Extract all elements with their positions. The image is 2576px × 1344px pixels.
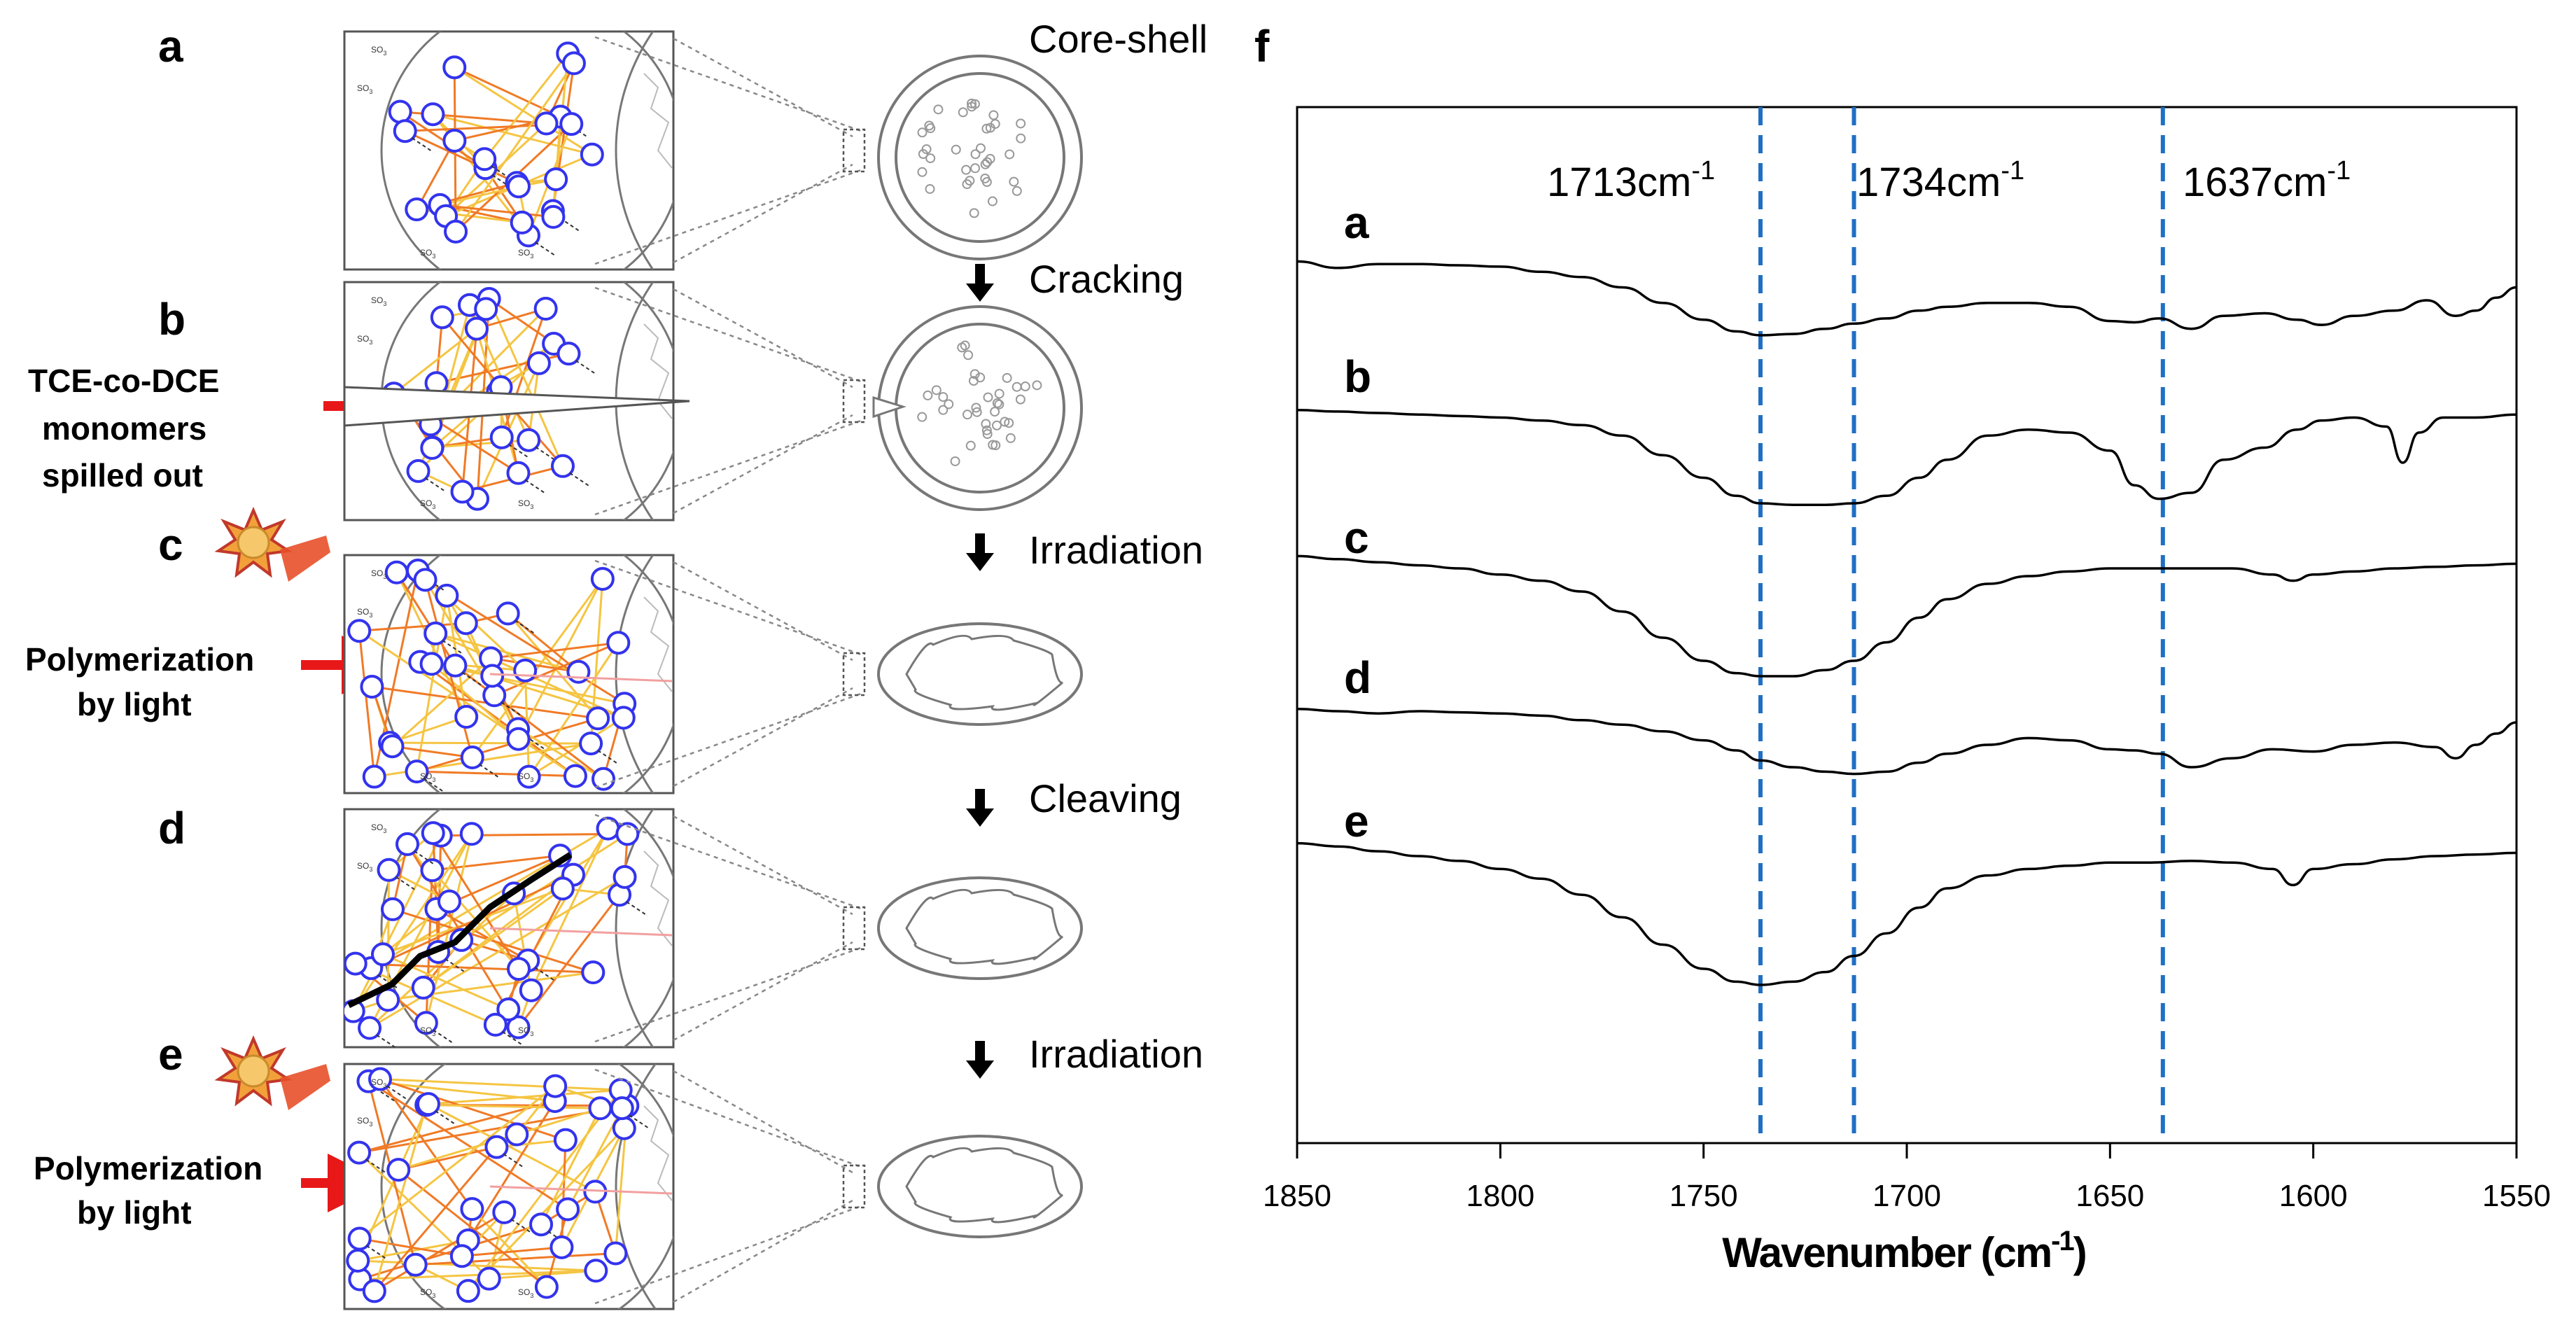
so3-label: SO3 bbox=[518, 1026, 533, 1037]
peak-annotation-1734: 1734cm-1 bbox=[1856, 156, 2024, 205]
reference-lines bbox=[1758, 107, 2165, 1143]
label-line: monomers bbox=[42, 410, 206, 447]
so3-label: SO3 bbox=[357, 334, 372, 346]
x-tick-label: 1600 bbox=[2279, 1179, 2348, 1213]
x-axis-ticks: 1850 1800 1750 1700 1650 1600 1550 bbox=[1263, 1143, 2551, 1213]
x-axis-label: Wavenumber (cm-1) bbox=[1722, 1226, 2085, 1276]
x-tick-label: 1750 bbox=[1670, 1179, 1738, 1213]
down-arrow-icon bbox=[966, 264, 994, 302]
x-tick-label: 1850 bbox=[1263, 1179, 1331, 1213]
x-tick-label: 1550 bbox=[2482, 1179, 2551, 1213]
panel-letter-a: a bbox=[158, 21, 183, 71]
sun-icon-e bbox=[214, 1035, 330, 1110]
down-arrow-icon bbox=[966, 533, 994, 571]
step-label-cracking: Cracking bbox=[1029, 257, 1184, 301]
step-label-irradiation: Irradiation bbox=[1029, 528, 1203, 572]
annotation-text: 1713cm bbox=[1547, 160, 1691, 205]
curve-label-b: b bbox=[1344, 351, 1371, 402]
label-line: TCE-co-DCE bbox=[28, 363, 219, 399]
so3-label: SO3 bbox=[371, 295, 386, 307]
panel-letter-d: d bbox=[158, 803, 186, 853]
annotation-superscript: -1 bbox=[1691, 156, 1715, 186]
so3-label: SO3 bbox=[420, 248, 435, 260]
label-line: Polymerization bbox=[34, 1150, 262, 1186]
down-arrow-icon bbox=[966, 1041, 994, 1079]
x-tick-label: 1700 bbox=[1872, 1179, 1941, 1213]
peak-annotation-1713: 1713cm-1 bbox=[1547, 156, 1715, 205]
curve-label-c: c bbox=[1344, 512, 1369, 563]
so3-label: SO3 bbox=[371, 822, 386, 834]
label-line: spilled out bbox=[42, 457, 203, 493]
spectrum-curve-d bbox=[1296, 708, 2517, 776]
annotation-text: 1637cm bbox=[2183, 160, 2327, 205]
panel-letter-c: c bbox=[158, 519, 183, 570]
x-tick-label: 1650 bbox=[2076, 1179, 2144, 1213]
spectrum-curve-c bbox=[1296, 554, 2517, 678]
spectrum-curves bbox=[1296, 260, 2517, 986]
x-axis-label-superscript: -1 bbox=[2051, 1226, 2074, 1256]
panel-letter-e: e bbox=[158, 1029, 183, 1079]
panel-letter-f: f bbox=[1254, 21, 1270, 71]
label-polymerization-e: Polymerization by light bbox=[34, 1150, 262, 1231]
label-line: by light bbox=[77, 686, 192, 722]
sun-icon-c bbox=[214, 506, 330, 582]
so3-label: SO3 bbox=[518, 248, 533, 260]
label-line: Polymerization bbox=[25, 641, 254, 678]
curve-label-e: e bbox=[1344, 796, 1369, 846]
down-arrow-icon bbox=[966, 789, 994, 827]
x-axis-label-close: ) bbox=[2073, 1229, 2086, 1276]
so3-label: SO3 bbox=[371, 568, 386, 580]
label-line: by light bbox=[77, 1194, 192, 1231]
curve-label-d: d bbox=[1344, 652, 1371, 703]
step-label-core-shell: Core-shell bbox=[1029, 17, 1208, 61]
x-tick-label: 1800 bbox=[1466, 1179, 1534, 1213]
so3-label: SO3 bbox=[371, 1077, 386, 1089]
so3-label: SO3 bbox=[420, 498, 435, 510]
so3-label: SO3 bbox=[357, 861, 372, 873]
annotation-text: 1734cm bbox=[1856, 160, 2001, 205]
so3-label: SO3 bbox=[357, 83, 372, 95]
so3-label: SO3 bbox=[420, 1287, 435, 1299]
annotation-superscript: -1 bbox=[2001, 156, 2024, 186]
so3-label: SO3 bbox=[518, 1287, 533, 1299]
spectrum-curve-a bbox=[1296, 260, 2517, 337]
label-monomers-spilled: TCE-co-DCE monomers spilled out bbox=[28, 363, 219, 493]
peak-annotation-1637: 1637cm-1 bbox=[2183, 156, 2351, 205]
so3-label: SO3 bbox=[518, 771, 533, 783]
label-polymerization-c: Polymerization by light bbox=[25, 641, 254, 722]
so3-label: SO3 bbox=[357, 1116, 372, 1128]
annotation-superscript: -1 bbox=[2327, 156, 2351, 186]
spectrum-curve-e bbox=[1296, 841, 2517, 986]
so3-label: SO3 bbox=[357, 607, 372, 619]
step-label-cleaving: Cleaving bbox=[1029, 776, 1182, 820]
curve-label-a: a bbox=[1344, 197, 1369, 248]
spectrum-curve-b bbox=[1296, 409, 2517, 506]
curve-labels: a b c d e bbox=[1344, 197, 1371, 846]
x-axis-label-text: Wavenumber (cm bbox=[1722, 1229, 2051, 1276]
so3-label: SO3 bbox=[371, 45, 386, 57]
so3-label: SO3 bbox=[420, 1026, 435, 1037]
so3-label: SO3 bbox=[518, 498, 533, 510]
step-label-irradiation-2: Irradiation bbox=[1029, 1032, 1203, 1076]
so3-label: SO3 bbox=[420, 771, 435, 783]
panel-letter-b: b bbox=[158, 294, 186, 344]
